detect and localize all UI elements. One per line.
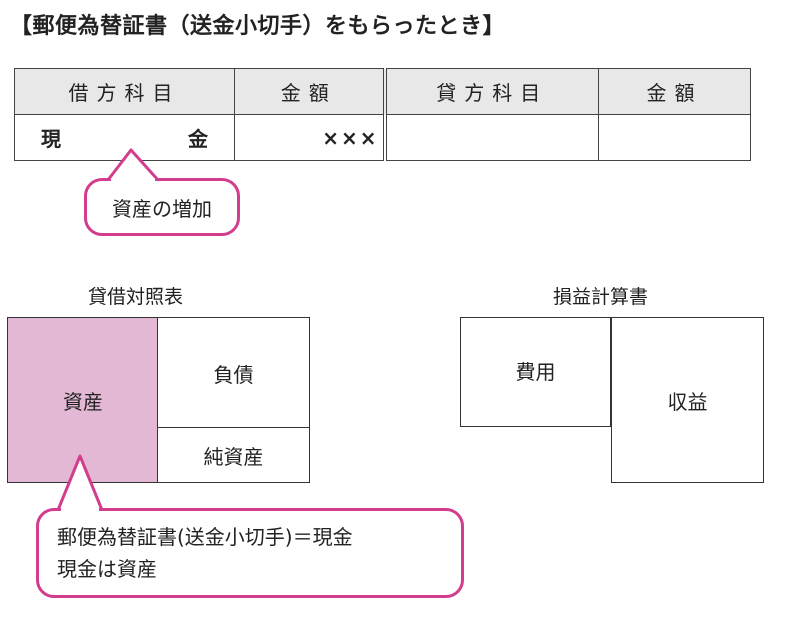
asset-increase-callout: 資産の増加 [84, 178, 240, 236]
page-title: 【郵便為替証書（送金小切手）をもらったとき】 [10, 14, 506, 39]
journal-entry-row: 現 金 ××× [14, 114, 751, 161]
bottom-callout-pointer [56, 454, 104, 511]
income-statement-title: 損益計算書 [553, 286, 649, 308]
header-debit-amount: 金額 [234, 68, 387, 115]
debit-amount-cell: ××× [234, 114, 387, 161]
is-revenue-box: 収益 [611, 317, 764, 483]
journal-entry-table: 借方科目 金額 貸方科目 金額 現 金 ××× [14, 68, 751, 161]
cash-definition-line1: 郵便為替証書(送金小切手)＝現金 [57, 525, 353, 549]
credit-amount-cell [598, 114, 751, 161]
cash-definition-line2: 現金は資産 [57, 557, 157, 581]
header-debit-account: 借方科目 [14, 68, 235, 115]
debit-account-right: 金 [188, 127, 208, 151]
journal-header-row: 借方科目 金額 貸方科目 金額 [14, 68, 751, 115]
bs-liability-box: 負債 [157, 317, 310, 429]
bs-net-assets-box: 純資産 [157, 427, 310, 483]
header-credit-account: 貸方科目 [384, 68, 599, 115]
is-expense-box: 費用 [460, 317, 611, 427]
debit-account-left: 現 [41, 127, 61, 151]
balance-sheet-title: 貸借対照表 [88, 286, 184, 308]
top-callout-pointer [106, 148, 160, 182]
credit-account-cell [384, 114, 599, 161]
cash-definition-callout: 郵便為替証書(送金小切手)＝現金 現金は資産 [36, 508, 464, 598]
